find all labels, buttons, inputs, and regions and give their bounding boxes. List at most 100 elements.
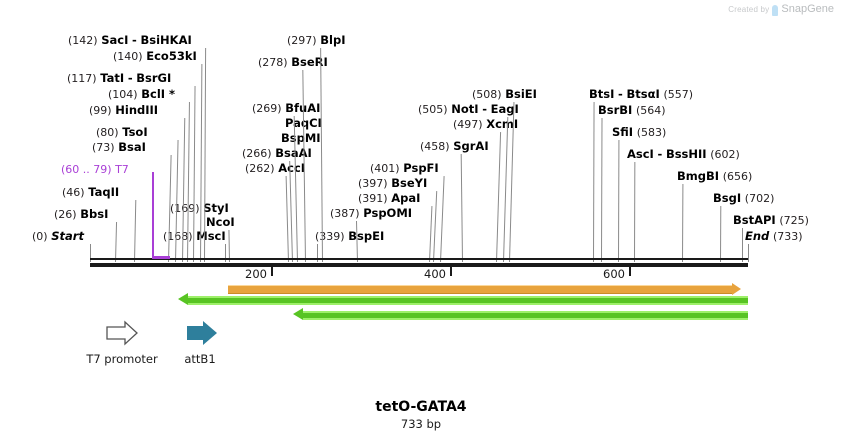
- enzyme-name: BseYI: [391, 176, 428, 190]
- tick-line-accI: [285, 176, 289, 263]
- enzyme-label-sfiI[interactable]: SfiI (583): [612, 126, 666, 139]
- enzyme-label-bsrBI[interactable]: BsrBI (564): [598, 104, 666, 117]
- enzyme-label-bsaI[interactable]: (73) BsaI: [92, 141, 146, 154]
- tick-line-taqII: [134, 200, 137, 263]
- enzyme-label-apaI[interactable]: (391) ApaI: [358, 192, 420, 205]
- enzyme-position: (80): [96, 126, 119, 139]
- enzyme-position: (169): [170, 202, 200, 215]
- enzyme-label-blpI[interactable]: (297) BlpI: [287, 34, 345, 47]
- enzyme-label-bsiEI[interactable]: (508) BsiEI: [472, 88, 537, 101]
- enzyme-label-hindIII[interactable]: (99) HindIII: [89, 104, 158, 117]
- enzyme-name: BtsαI: [626, 87, 660, 101]
- enzyme-label-tatI-bsrGI[interactable]: (117) TatI - BsrGI: [67, 72, 171, 85]
- feature-label-t7[interactable]: (60 .. 79) T7: [61, 163, 129, 176]
- enzyme-position: (26): [54, 208, 77, 221]
- tick-line-bspEI: [317, 244, 318, 262]
- enzyme-label-sgrAI[interactable]: (458) SgrAI: [420, 140, 489, 153]
- feature-bar-green1[interactable]: [188, 296, 748, 305]
- enzyme-name: BlpI: [320, 33, 346, 47]
- enzyme-name: BbsI: [80, 207, 109, 221]
- enzyme-position: (391): [358, 192, 388, 205]
- enzyme-label-bfuAI[interactable]: (269) BfuAI: [252, 102, 320, 115]
- enzyme-name: SacI: [101, 33, 129, 47]
- enzyme-name: BseRI: [291, 55, 328, 69]
- enzyme-name: BmgBI: [677, 169, 720, 183]
- enzyme-label-bsgI[interactable]: BsgI (702): [713, 192, 774, 205]
- enzyme-label-xcmI[interactable]: (497) XcmI: [453, 118, 518, 131]
- enzyme-position: (117): [67, 72, 97, 85]
- ruler-tick-600: [629, 267, 631, 276]
- enzyme-name: BsiHKAI: [140, 33, 192, 47]
- tick-line-xcmI: [496, 132, 502, 263]
- enzyme-label-bbsI[interactable]: (26) BbsI: [54, 208, 108, 221]
- snapgene-logo-icon: [772, 4, 779, 16]
- enzyme-label-ascI-bssHII[interactable]: AscI - BssHII (602): [627, 148, 740, 161]
- tick-line-tsoI: [175, 140, 179, 263]
- enzyme-name: BsgI: [713, 191, 742, 205]
- enzyme-label-sacI-bsiHKAI[interactable]: (142) SacI - BsiHKAI: [68, 34, 192, 47]
- enzyme-name: HindIII: [115, 103, 159, 117]
- enzyme-label-bseYI[interactable]: (397) BseYI: [358, 177, 427, 190]
- enzyme-label-eco53kI[interactable]: (140) Eco53kI: [113, 50, 197, 63]
- enzyme-position: (564): [635, 104, 666, 117]
- feature-bar-green2[interactable]: [303, 311, 748, 320]
- enzyme-label-mscI[interactable]: (168) MscI: [163, 230, 226, 243]
- ruler-tick-200: [271, 267, 273, 276]
- enzyme-label-accI[interactable]: (262) AccI: [245, 162, 305, 175]
- tick-line-ascI: [634, 161, 636, 263]
- enzyme-position: (602): [710, 148, 740, 161]
- plasmid-length: 733 bp: [400, 417, 442, 431]
- arrow-right-outline-icon: [106, 320, 138, 346]
- feature-arrowhead-orange-right: [732, 283, 741, 295]
- enzyme-name: MscI: [196, 229, 226, 243]
- feature-arrowhead-green2-left: [293, 308, 303, 320]
- enzyme-label-bclI[interactable]: (104) BclI *: [108, 88, 175, 101]
- enzyme-position: (297): [287, 34, 317, 47]
- feature-bar-orange[interactable]: [228, 285, 732, 294]
- enzyme-label-pspFI[interactable]: (401) PspFI: [370, 162, 439, 175]
- legend-t7-promoter[interactable]: T7 promoter: [76, 320, 168, 366]
- tick-line-mscI: [225, 244, 226, 262]
- enzyme-name: TatI: [100, 71, 125, 85]
- enzyme-label-end[interactable]: End (733): [745, 230, 803, 243]
- enzyme-name: PspFI: [403, 161, 439, 175]
- enzyme-position: (458): [420, 140, 450, 153]
- enzyme-label-bspMI[interactable]: BspMI: [281, 132, 321, 144]
- sequence-backbone-top: [90, 258, 748, 260]
- enzyme-name: BstAPI: [733, 213, 776, 227]
- enzyme-label-bseRI[interactable]: (278) BseRI: [258, 56, 328, 69]
- tick-line-bseYI: [433, 191, 438, 263]
- ruler-tick-400: [450, 267, 452, 276]
- enzyme-label-tsoI[interactable]: (80) TsoI: [96, 126, 148, 139]
- t7-promoter-segment: [152, 256, 170, 259]
- enzyme-label-pspOMI[interactable]: (387) PspOMI: [330, 207, 412, 220]
- enzyme-label-taqII[interactable]: (46) TaqII: [62, 186, 119, 199]
- tick-line-pspFI: [440, 176, 445, 263]
- enzyme-label-styI[interactable]: (169) StyI: [170, 202, 229, 215]
- legend-label-attb1: attB1: [184, 352, 216, 366]
- enzyme-label-start[interactable]: (0) Start: [32, 230, 84, 243]
- enzyme-label-bmgBI[interactable]: BmgBI (656): [677, 170, 752, 183]
- tick-line-bstAPI: [742, 228, 743, 262]
- enzyme-position: (505): [418, 103, 448, 116]
- enzyme-position: (508): [472, 88, 502, 101]
- enzyme-label-bspEI[interactable]: (339) BspEI: [315, 230, 384, 243]
- enzyme-label-btsI-btsaI[interactable]: BtsI - BtsαI (557): [589, 88, 693, 101]
- enzyme-name: BtsI: [589, 87, 615, 101]
- tick-line-end: [748, 244, 749, 262]
- terminus-position: (733): [772, 230, 803, 243]
- enzyme-separator: -: [618, 87, 623, 101]
- enzyme-label-ncoI[interactable]: NcoI: [206, 216, 235, 228]
- tick-line-bmgBI: [682, 183, 684, 263]
- feature-name: T7: [115, 163, 129, 176]
- enzyme-name: NotI: [451, 102, 479, 116]
- enzyme-label-notI-eagI[interactable]: (505) NotI - EagI: [418, 103, 519, 116]
- enzyme-name: BspEI: [348, 229, 385, 243]
- enzyme-label-bsaAI[interactable]: (266) BsaAI: [242, 147, 312, 160]
- enzyme-position: (702): [744, 192, 775, 205]
- enzyme-label-bstAPI[interactable]: BstAPI (725): [733, 214, 809, 227]
- terminus-name: Start: [51, 229, 84, 243]
- enzyme-position: (387): [330, 207, 360, 220]
- enzyme-name: BspMI: [281, 131, 321, 145]
- legend-attb1[interactable]: attB1: [168, 320, 232, 366]
